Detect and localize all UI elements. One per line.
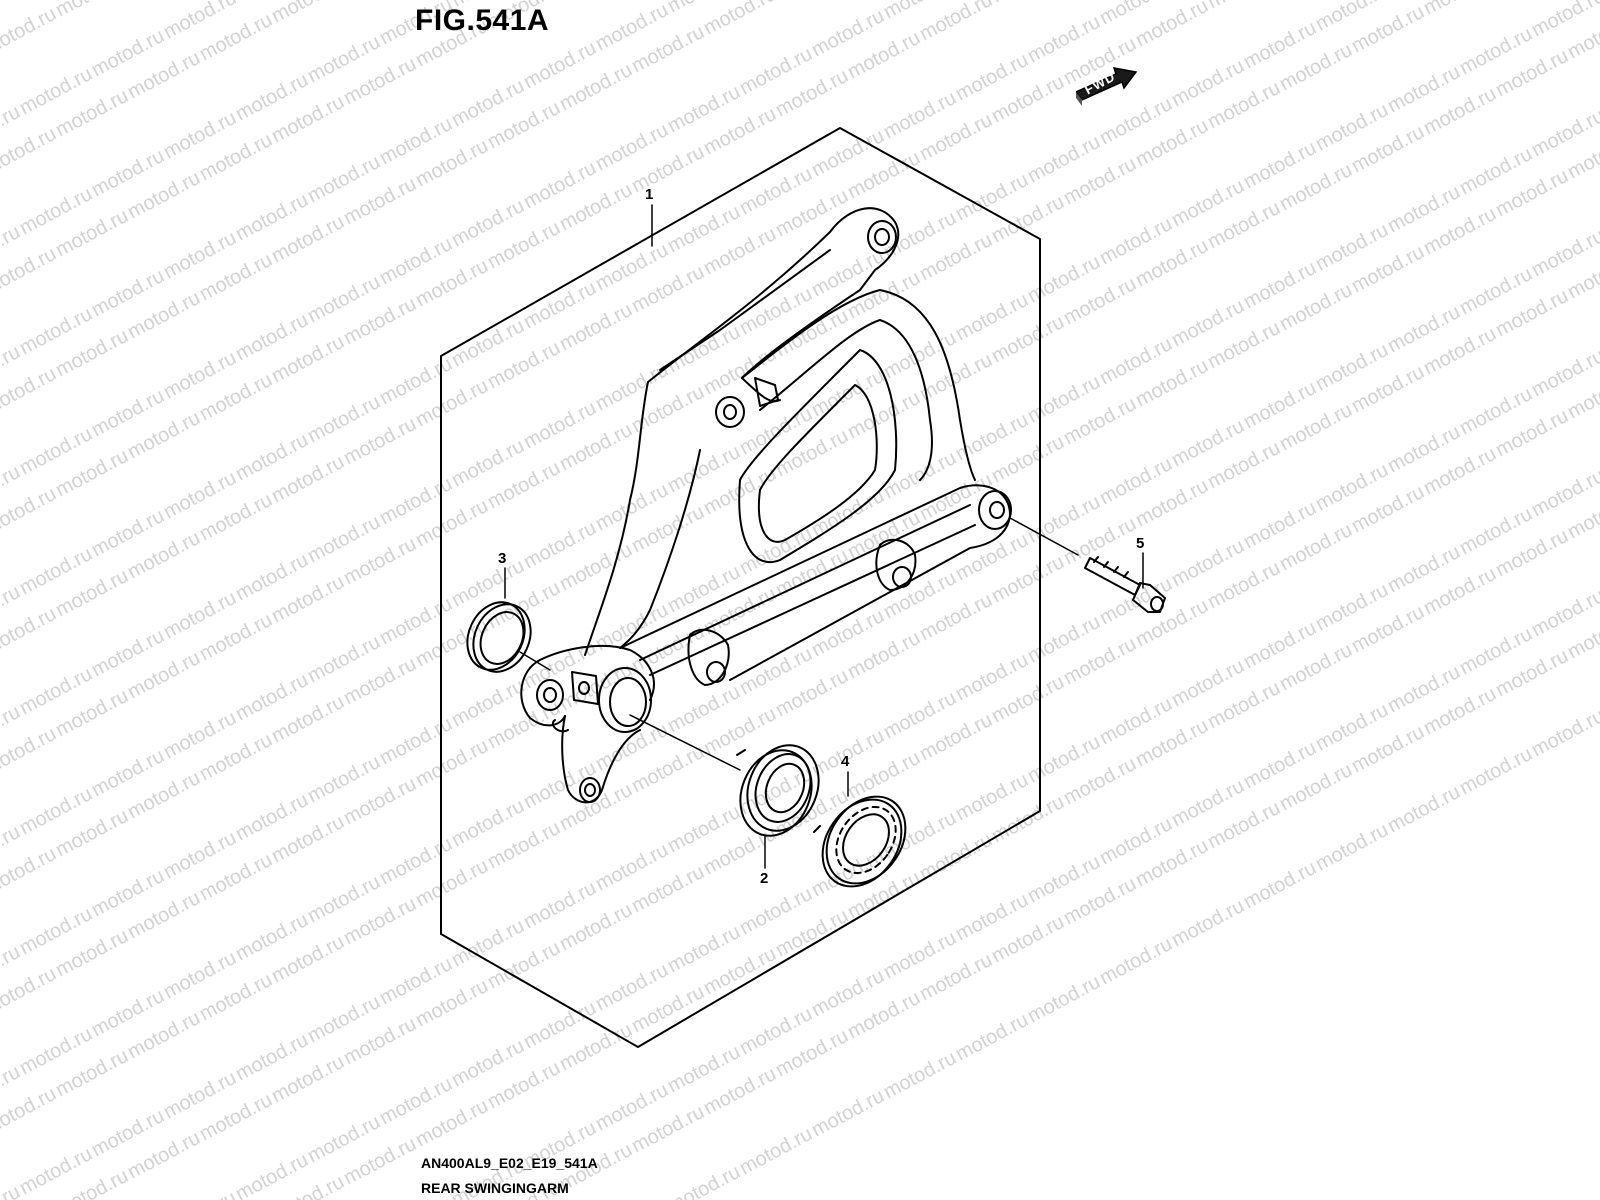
callout-5: 5 [1136, 535, 1145, 552]
callout-2: 2 [760, 870, 769, 887]
assembly-box [440, 127, 1041, 1048]
bolt-part [1009, 517, 1166, 613]
section-name: REAR SWINGINGARM [421, 1180, 569, 1196]
swingarm-part [520, 207, 1012, 804]
oil-seal-left [466, 601, 551, 673]
callout-4: 4 [841, 753, 850, 770]
callout-1: 1 [645, 186, 654, 203]
forward-arrow-icon [1076, 67, 1138, 106]
callout-3: 3 [498, 550, 507, 567]
figure-title: FIG.541A [415, 4, 550, 37]
oil-seal-right [821, 795, 907, 888]
model-code: AN400AL9_E02_E19_541A [421, 1155, 598, 1171]
bearing-part [629, 714, 821, 837]
